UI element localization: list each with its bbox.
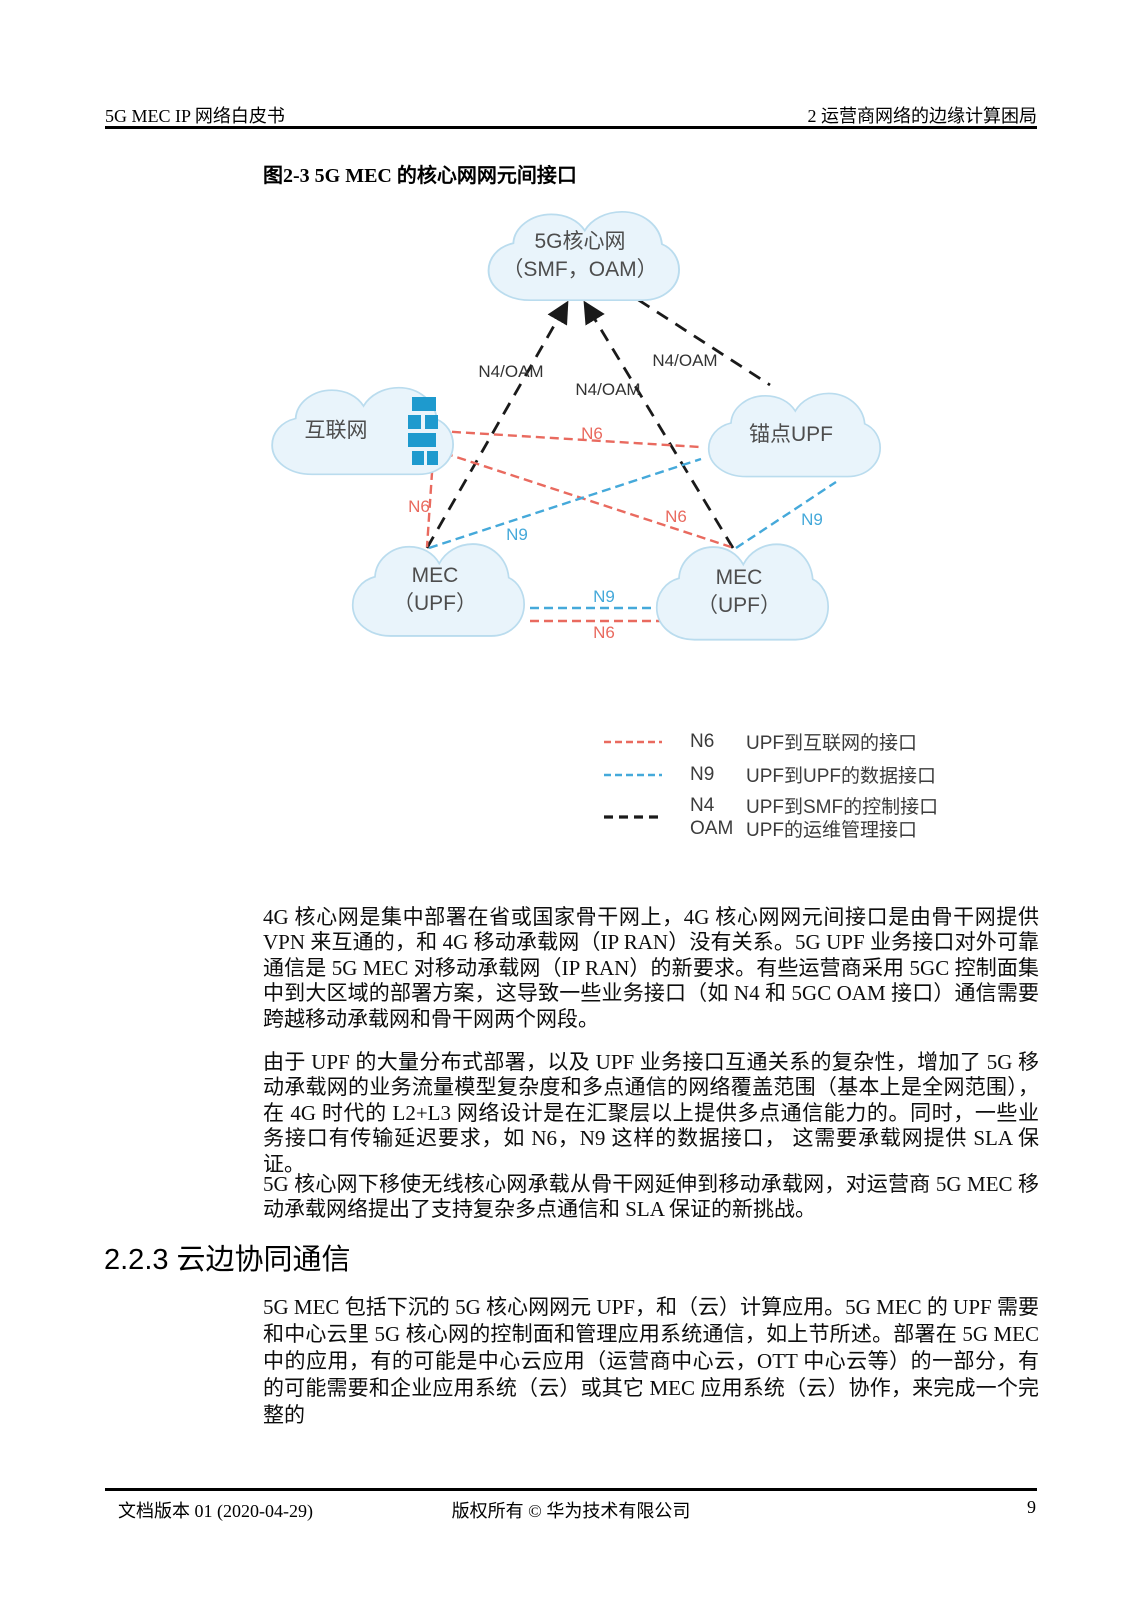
footer-copyright: 版权所有 © 华为技术有限公司 bbox=[451, 1501, 691, 1521]
cloud-mec-right: MEC （UPF） bbox=[649, 537, 830, 647]
edge-n4oam-mecright-core bbox=[583, 300, 735, 549]
edge-label-n4oam-left: N4/OAM bbox=[478, 362, 544, 381]
legend-code: N4 bbox=[690, 794, 715, 816]
diagram-edges bbox=[425, 286, 837, 623]
body-paragraph-1: 4G 核心网是集中部署在省或国家骨干网上，4G 核心网网元间接口是由骨干网提供 … bbox=[263, 905, 1039, 1031]
edge-n4oam-core-anchor bbox=[619, 286, 771, 387]
mec-left-label-line2: （UPF） bbox=[393, 592, 477, 615]
edge-label-n9-mec-mec: N9 bbox=[593, 587, 615, 606]
legend-row-n9: N9 UPF到UPF的数据接口 bbox=[604, 758, 938, 791]
edge-label-n6-internet-mecleft: N6 bbox=[408, 497, 430, 516]
legend-code: N6 bbox=[690, 730, 715, 752]
footer-rule bbox=[105, 1488, 1037, 1491]
legend-row-n4-oam: N4 UPF到SMF的控制接口 OAM UPF的运维管理接口 bbox=[604, 794, 939, 841]
cloud-shape bbox=[707, 392, 882, 478]
legend-desc: UPF到互联网的接口 bbox=[746, 733, 918, 754]
cloud-core-network: 5G核心网 （SMF，OAM） bbox=[480, 205, 681, 307]
edge-n6-internet-mecright bbox=[443, 451, 732, 549]
mec-right-label-line2: （UPF） bbox=[697, 594, 781, 617]
legend-code: OAM bbox=[690, 817, 734, 839]
cloud-internet: 互联网 bbox=[264, 381, 455, 481]
edge-n4oam-mecleft-core bbox=[425, 300, 569, 549]
legend-desc: UPF的运维管理接口 bbox=[746, 820, 918, 841]
cloud-shape bbox=[487, 210, 681, 302]
cloud-shape bbox=[351, 543, 526, 637]
cloud-mec-left: MEC （UPF） bbox=[345, 537, 526, 643]
legend-desc: UPF到SMF的控制接口 bbox=[746, 797, 939, 818]
internet-datacenter-icon bbox=[408, 397, 438, 465]
cloud-shape bbox=[271, 386, 455, 476]
footer-doc-version: 文档版本 01 (2020-04-29) bbox=[118, 1501, 313, 1521]
edge-label-n4oam-right: N4/OAM bbox=[652, 351, 718, 370]
cloud-anchor-upf: 锚点UPF bbox=[701, 387, 882, 483]
legend-swatch-n4-dashed-line bbox=[604, 815, 662, 819]
body-paragraph-3: 5G 核心网下移使无线核心网承载从骨干网延伸到移动承载网，对运营商 5G MEC… bbox=[263, 1172, 1039, 1222]
cloud-shape bbox=[655, 543, 830, 641]
edge-label-n9-mecleft-anchor: N9 bbox=[506, 525, 528, 544]
anchor-upf-label: 锚点UPF bbox=[749, 422, 833, 446]
edge-n9-mecright-anchor bbox=[735, 480, 837, 550]
edge-n9-mecleft-anchor bbox=[428, 457, 702, 550]
legend-row-n6: N6 UPF到互联网的接口 bbox=[604, 725, 938, 758]
header-rule bbox=[105, 126, 1037, 129]
figure-legend: N6 UPF到互联网的接口 N9 UPF到UPF的数据接口 N4 UPF到SMF… bbox=[604, 725, 939, 841]
header-chapter-title: 2 运营商网络的边缘计算困局 bbox=[807, 106, 1038, 126]
mec-left-label-line1: MEC bbox=[411, 563, 459, 587]
edge-label-n6-internet-anchor: N6 bbox=[581, 424, 603, 443]
network-diagram: 5G核心网 （SMF，OAM） 互联网 锚点UPF bbox=[0, 185, 1142, 865]
figure-caption: 图2-3 5G MEC 的核心网网元间接口 bbox=[263, 165, 577, 187]
body-paragraph-2: 由于 UPF 的大量分布式部署，以及 UPF 业务接口互通关系的复杂性，增加了 … bbox=[263, 1050, 1039, 1176]
internet-label: 互联网 bbox=[304, 418, 368, 442]
legend-swatch-n6-dashed-line bbox=[604, 740, 662, 743]
core-label-line1: 5G核心网 bbox=[534, 229, 626, 253]
edge-label-n9-mecright-anchor: N9 bbox=[801, 510, 823, 529]
core-label-line2: （SMF，OAM） bbox=[502, 258, 658, 281]
legend-swatch-n9-dashed-line bbox=[604, 773, 662, 776]
edge-label-n4oam-mid: N4/OAM bbox=[575, 380, 641, 399]
footer-page-number: 9 bbox=[1027, 1497, 1036, 1517]
legend-desc: UPF到UPF的数据接口 bbox=[746, 766, 937, 787]
legend-code: N9 bbox=[690, 763, 715, 785]
mec-right-label-line1: MEC bbox=[715, 565, 763, 589]
edge-n6-internet-anchor bbox=[437, 429, 701, 449]
header-doc-title: 5G MEC IP 网络白皮书 bbox=[105, 106, 285, 126]
edge-label-n6-internet-mecright: N6 bbox=[665, 507, 687, 526]
section-heading-223: 2.2.3 云边协同通信 bbox=[104, 1244, 351, 1276]
section-paragraph-1: 5G MEC 包括下沉的 5G 核心网网元 UPF，和（云）计算应用。5G ME… bbox=[263, 1295, 1039, 1427]
edge-label-n6-mec-mec: N6 bbox=[593, 623, 615, 642]
